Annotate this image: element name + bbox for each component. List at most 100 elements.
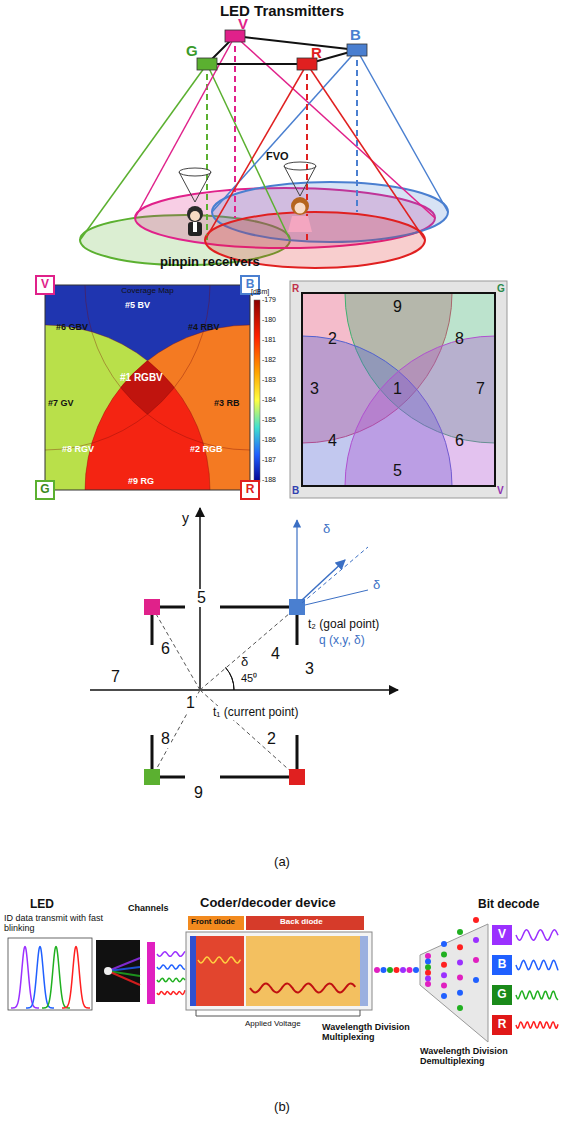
back-diode-bar	[246, 916, 364, 930]
diagonal	[200, 690, 297, 777]
label: #6 GBV	[56, 322, 88, 332]
cone-edge	[307, 64, 425, 240]
label: 1	[185, 694, 196, 712]
label: 5	[393, 462, 402, 480]
region-border	[45, 285, 210, 450]
demux-dot	[425, 975, 431, 981]
receiver-face	[190, 211, 200, 221]
label: t₂ (goal point)	[307, 618, 380, 632]
cone-edge	[80, 64, 207, 240]
demux-dot	[425, 981, 431, 987]
mux-dot	[381, 967, 387, 973]
mux-dot	[387, 967, 393, 973]
spectrum-peak	[11, 946, 39, 1008]
light-ray	[108, 971, 140, 985]
demux-dot	[457, 1005, 463, 1011]
coverage-map	[45, 285, 250, 490]
label: #1 RGBV	[120, 372, 163, 384]
map-border	[45, 285, 250, 490]
demux-dot	[457, 959, 463, 965]
colorbar	[254, 300, 260, 482]
label: (a)	[274, 855, 290, 870]
label: Wavelength Division Multiplexing	[322, 1022, 412, 1043]
label: δ	[322, 522, 331, 537]
demux-dot	[457, 975, 463, 981]
bit-wave	[516, 1022, 558, 1029]
demux-dot	[425, 953, 431, 959]
demux-dot	[473, 977, 479, 983]
demux-dot	[473, 917, 479, 923]
region-fill	[45, 285, 250, 490]
region-border	[85, 285, 250, 450]
label: 45⁰	[240, 672, 258, 685]
front-diode-bar	[188, 916, 244, 930]
demux-dot	[441, 962, 447, 968]
receiver-body	[288, 216, 312, 232]
node-text: B	[498, 958, 507, 972]
map-border	[302, 293, 495, 486]
map-ground	[45, 285, 250, 490]
label: #9 RG	[128, 476, 154, 486]
demux-dot	[425, 959, 431, 965]
demux-dot	[457, 990, 463, 996]
label: Front diode	[191, 917, 235, 926]
label: -184	[262, 396, 276, 404]
demux-dot	[457, 944, 463, 950]
led-transmitter	[197, 58, 217, 70]
label: FVO	[266, 150, 289, 163]
led-lens	[96, 940, 140, 1002]
light-ray	[108, 967, 140, 971]
corner-box: G	[492, 985, 512, 1005]
channel-wave	[157, 990, 185, 994]
diagonal	[152, 690, 200, 777]
label: 5	[196, 589, 207, 607]
region	[45, 285, 250, 490]
node-text: Coverage Map	[121, 286, 173, 295]
cone-axis	[306, 64, 308, 240]
label: 3	[304, 660, 315, 678]
light-ray	[108, 958, 140, 971]
node-text: R	[246, 483, 255, 497]
demux-dot	[457, 929, 463, 935]
node-text: G	[497, 988, 506, 1002]
cell-wall	[220, 607, 297, 645]
label: #2 RGB	[190, 444, 223, 454]
fvo-cone	[179, 172, 211, 202]
label: q (x,y, δ)	[318, 634, 366, 648]
led-spot	[104, 967, 112, 975]
label: pinpin receivers	[160, 255, 260, 270]
label: 4	[328, 432, 337, 450]
led-transmitter	[347, 44, 367, 56]
mux-dot	[394, 967, 400, 973]
wdm-system	[8, 916, 558, 1042]
label: ID data transmit with fast blinking	[4, 913, 129, 934]
bit-wave	[516, 960, 558, 970]
channel-wave	[157, 951, 185, 956]
label: #7 GV	[48, 398, 74, 408]
label: Back diode	[280, 917, 323, 926]
back-diode	[246, 936, 360, 1006]
label: y	[182, 510, 189, 526]
corner-box: G	[35, 480, 55, 500]
coverage-circle	[345, 336, 495, 486]
label: 4	[270, 645, 281, 663]
angle-arc	[226, 668, 234, 690]
label: 7	[476, 380, 485, 398]
demux-dot	[441, 993, 447, 999]
label: 6	[160, 640, 171, 658]
receiver-person	[187, 206, 203, 222]
label: (b)	[274, 1100, 290, 1115]
device-housing	[186, 932, 372, 1010]
label: Bit decode	[478, 898, 539, 912]
label: -181	[262, 336, 276, 344]
corner-box: R	[492, 1015, 512, 1035]
demux-dot	[441, 972, 447, 978]
region-map	[302, 293, 495, 486]
label: δ	[372, 578, 381, 593]
receiver-person	[291, 197, 309, 215]
region	[45, 285, 250, 490]
label: LED	[30, 898, 54, 912]
receiver-shirt	[193, 222, 197, 232]
region	[45, 285, 250, 490]
